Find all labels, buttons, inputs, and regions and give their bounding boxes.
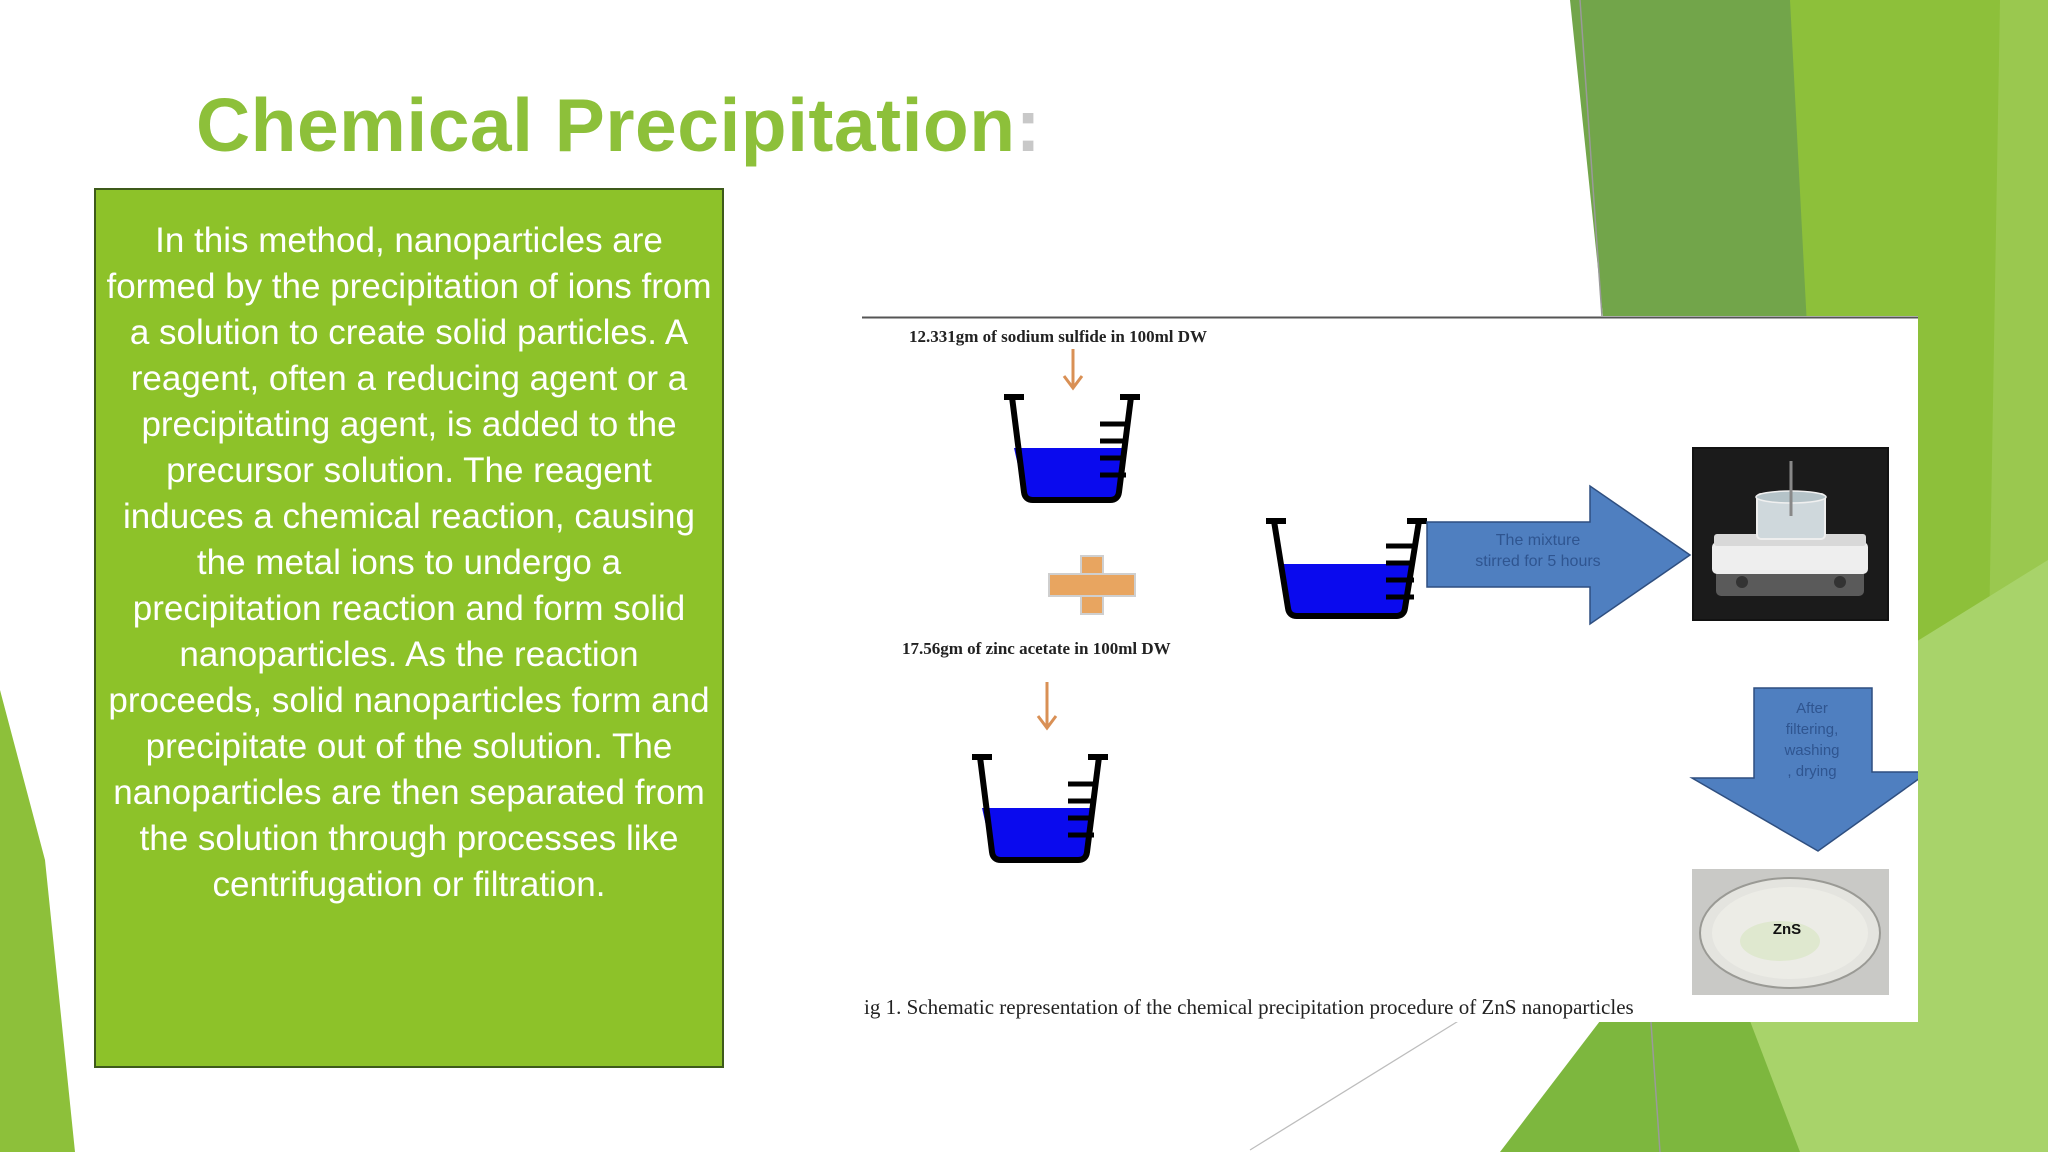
bg-line-2	[1249, 1019, 1461, 1151]
petri-dish-photo: ZnS	[1692, 869, 1889, 995]
arrow-down-line-4: , drying	[1787, 763, 1836, 780]
figure-caption: ig 1. Schematic representation of the ch…	[864, 995, 1634, 1019]
arrow-down-line-2: filtering,	[1786, 721, 1839, 738]
arrow-right-line-1: The mixture	[1496, 532, 1581, 549]
dish-label: ZnS	[1773, 921, 1801, 938]
beaker-zinc-acetate	[972, 754, 1108, 863]
figure-image: 12.331gm of sodium sulfide in 100ml DW	[862, 316, 1918, 1022]
description-text: In this method, nanoparticles are formed…	[106, 221, 712, 904]
slide-title: Chemical Precipitation:	[196, 82, 1041, 168]
arrow-down-filtering	[1689, 687, 1918, 852]
bg-shape-left	[0, 690, 75, 1152]
arrow-down-2-head	[1036, 715, 1058, 731]
slide-title-text: Chemical Precipitation	[196, 83, 1016, 167]
description-box: In this method, nanoparticles are formed…	[94, 188, 724, 1068]
arrow-down-line-1: After	[1796, 700, 1828, 717]
figure-diagram: 12.331gm of sodium sulfide in 100ml DW	[862, 316, 1918, 995]
arrow-down-line-3: washing	[1783, 742, 1839, 759]
beaker-sodium-sulfide	[1004, 394, 1140, 503]
stirrer-photo	[1692, 447, 1889, 621]
arrow-right-stirring	[1426, 484, 1692, 626]
arrow-down-1-head	[1062, 375, 1084, 391]
plus-icon	[1048, 555, 1136, 615]
slide-title-colon: :	[1015, 83, 1042, 167]
beaker-mixture	[1266, 518, 1427, 619]
arrow-right-line-2: stirred for 5 hours	[1475, 553, 1600, 570]
label-zinc-acetate: 17.56gm of zinc acetate in 100ml DW	[902, 639, 1171, 658]
label-sodium-sulfide: 12.331gm of sodium sulfide in 100ml DW	[909, 327, 1207, 346]
